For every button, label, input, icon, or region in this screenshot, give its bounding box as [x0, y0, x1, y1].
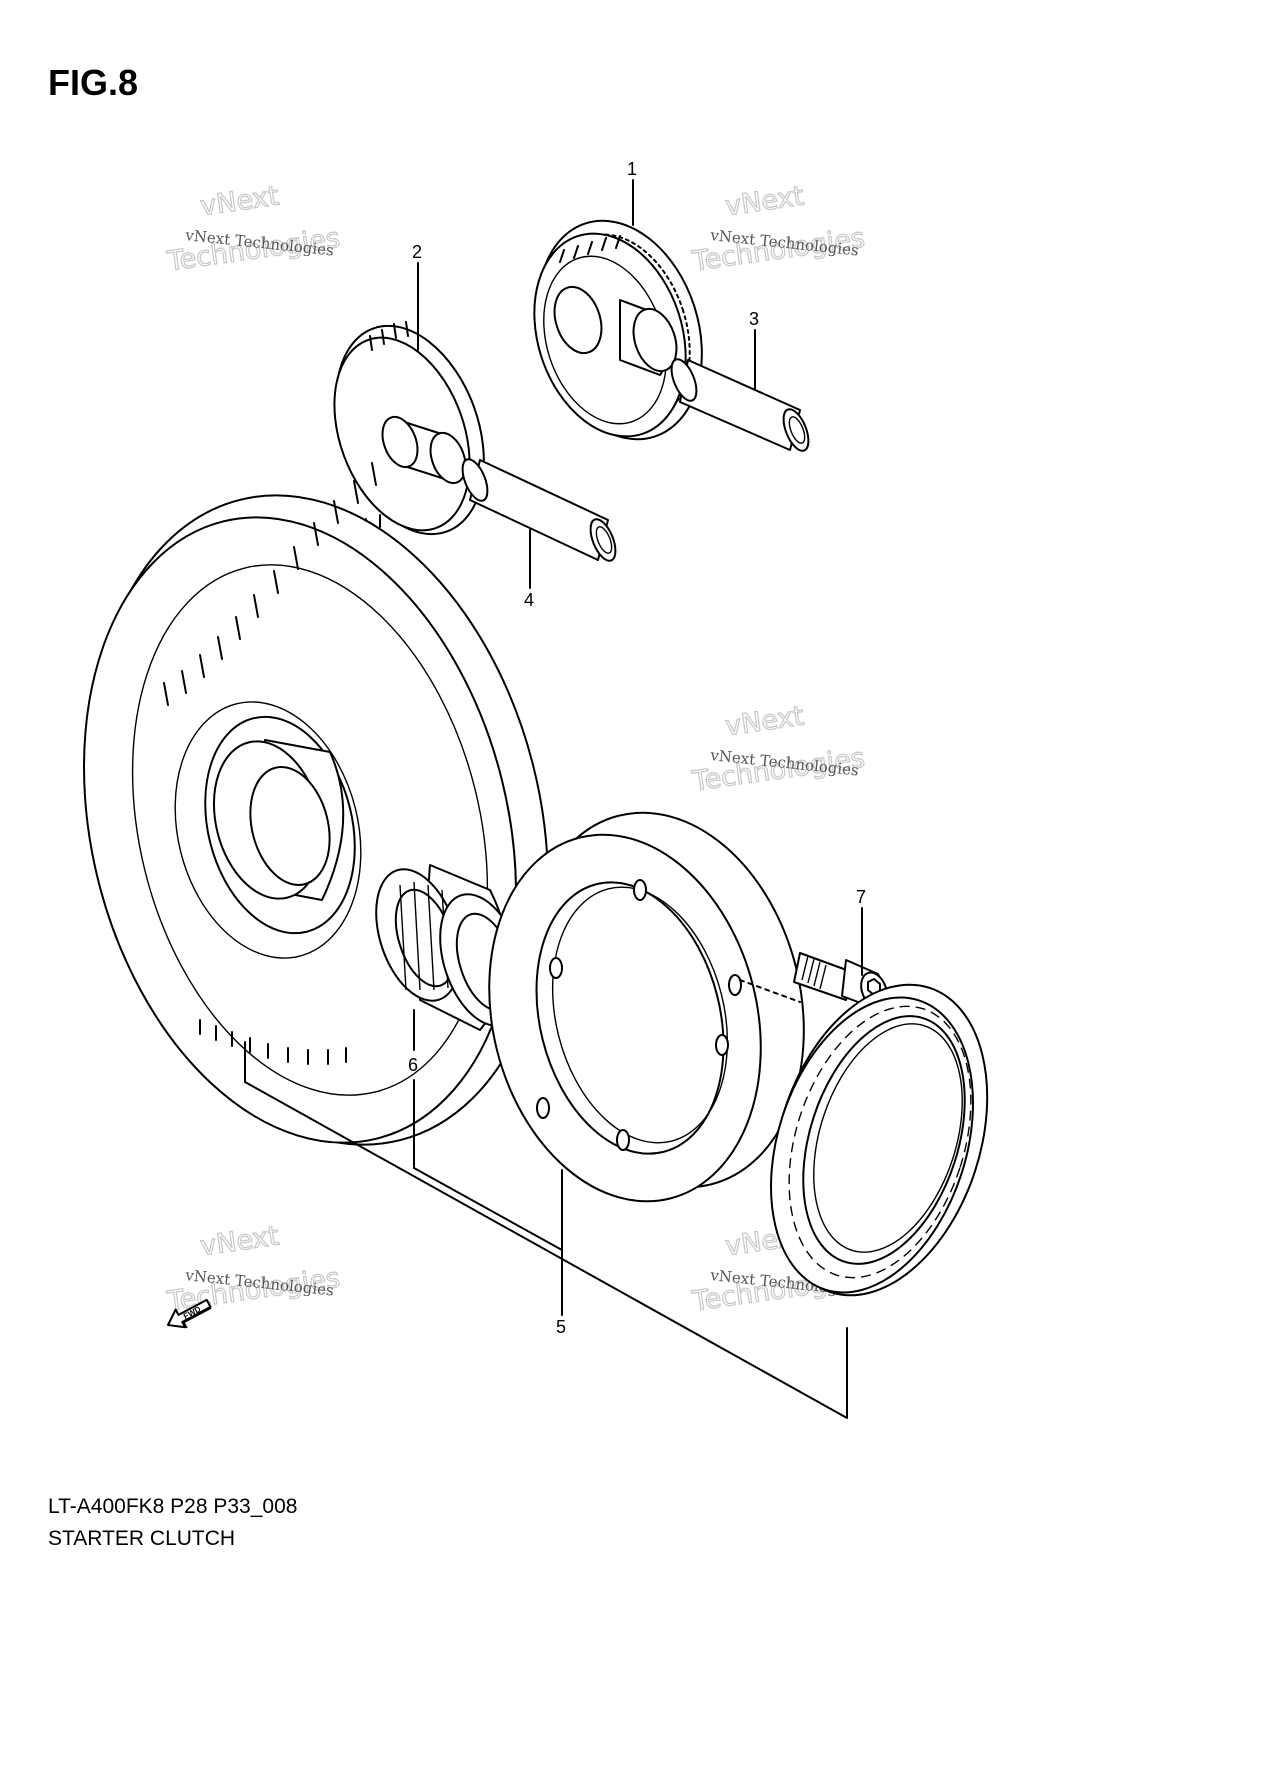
callout-2: 2	[412, 242, 422, 262]
figure-title: FIG.8	[48, 62, 139, 103]
callout-7: 7	[856, 887, 866, 907]
callout-3: 3	[749, 309, 759, 329]
svg-text:vNext: vNext	[198, 1221, 280, 1263]
part-4-gear-shaft	[461, 458, 617, 562]
callout-6: 6	[408, 1055, 418, 1075]
part-5-starter-clutch-housing	[488, 811, 805, 1203]
svg-text:vNext: vNext	[723, 181, 805, 223]
part-1-idle-gear	[533, 219, 703, 441]
callout-5: 5	[556, 1317, 566, 1337]
part-3-gear-shaft	[670, 358, 810, 452]
svg-text:vNext: vNext	[198, 181, 280, 223]
callout-leader-lines	[244, 179, 863, 1419]
callout-4: 4	[524, 590, 534, 610]
model-code: LT-A400FK8 P28 P33_008	[48, 1495, 298, 1518]
section-name: STARTER CLUTCH	[48, 1527, 236, 1550]
one-way-clutch	[770, 983, 989, 1297]
svg-text:vNext: vNext	[723, 701, 805, 743]
part-2-reduction-gear	[333, 321, 485, 536]
callout-1: 1	[627, 159, 637, 179]
